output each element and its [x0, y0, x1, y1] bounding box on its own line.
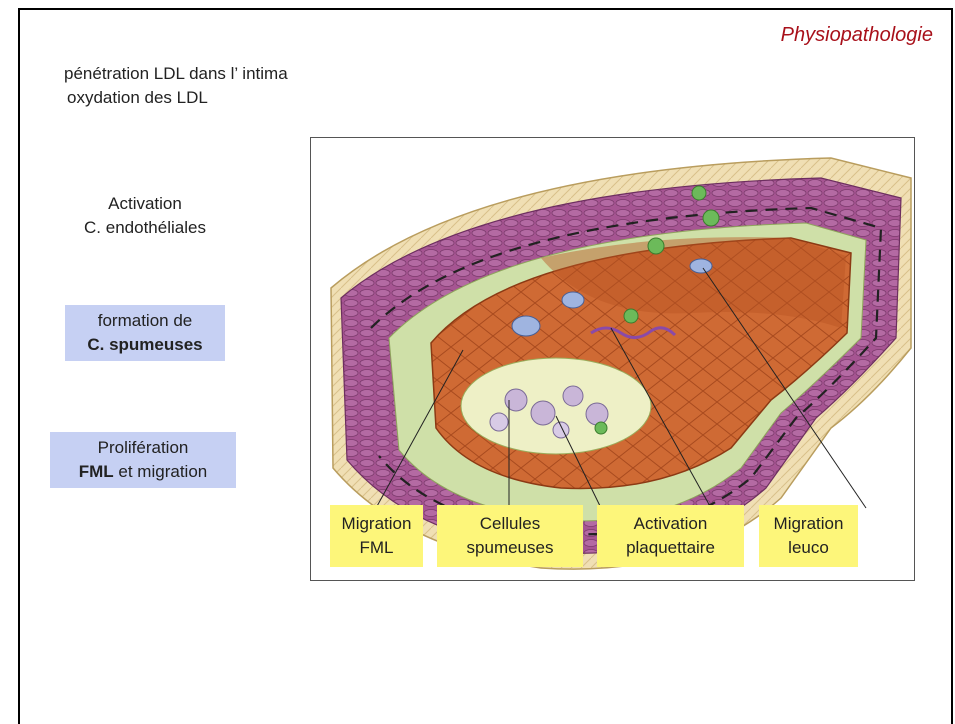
callout-line: Activation — [597, 512, 744, 536]
callout-line: Cellules — [437, 512, 583, 536]
section-title: Physiopathologie — [781, 24, 933, 47]
step-line: Activation — [60, 192, 230, 216]
step-line-rest: et migration — [114, 462, 208, 481]
callout-line: FML — [330, 536, 423, 560]
step-line: Prolifération — [50, 436, 236, 460]
callout-smc-migration: Migration FML — [330, 505, 423, 567]
intro-line-ldl-penetration: pénétration LDL dans l’ intima — [64, 62, 288, 86]
step-line: C. endothéliales — [60, 216, 230, 240]
callout-line: Migration — [759, 512, 858, 536]
callout-foam-cells: Cellules spumeuses — [437, 505, 583, 567]
callout-leukocyte-migration: Migration leuco — [759, 505, 858, 567]
callout-line: leuco — [759, 536, 858, 560]
intro-line-ldl-oxidation: oxydation des LDL — [64, 86, 288, 110]
step-line: formation de — [65, 309, 225, 333]
step-foam-cell-formation: formation de C. spumeuses — [65, 305, 225, 361]
callout-line: Migration — [330, 512, 423, 536]
callout-line: spumeuses — [437, 536, 583, 560]
step-smc-proliferation: Prolifération FML et migration — [50, 432, 236, 488]
step-bold-term: C. spumeuses — [87, 335, 202, 354]
intro-text: pénétration LDL dans l’ intima oxydation… — [64, 62, 288, 110]
step-endothelial-activation: Activation C. endothéliales — [60, 192, 230, 240]
plaque-core — [461, 358, 651, 454]
step-bold-term: FML — [79, 462, 114, 481]
callout-platelet-activation: Activation plaquettaire — [597, 505, 744, 567]
callout-line: plaquettaire — [597, 536, 744, 560]
